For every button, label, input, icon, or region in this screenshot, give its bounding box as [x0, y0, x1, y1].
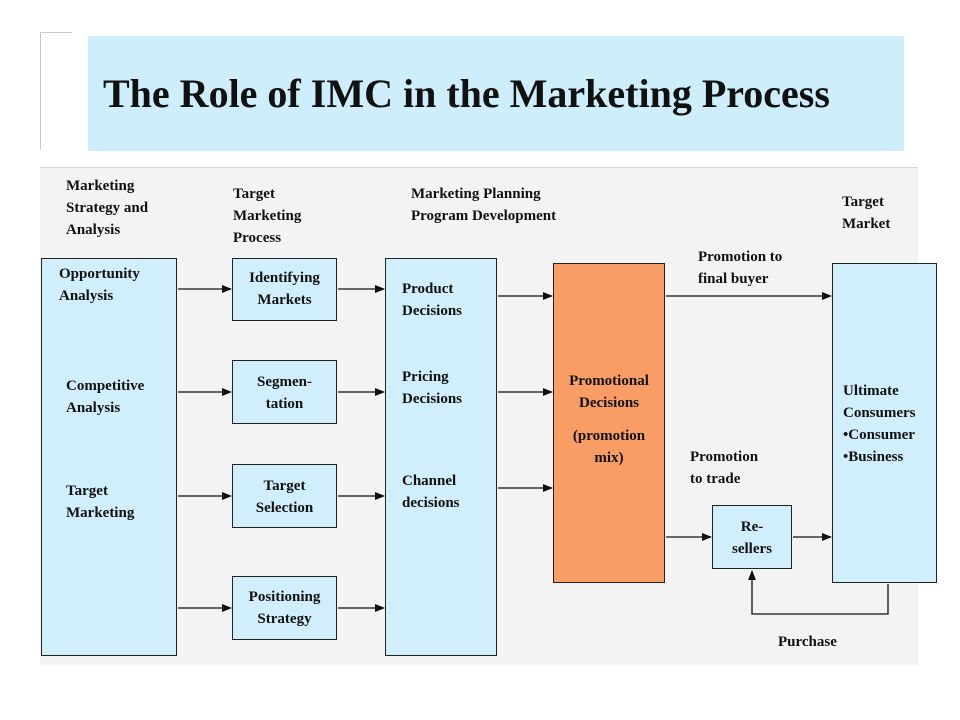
promotional-decisions-box: Promotional Decisions (promotion mix) — [553, 263, 665, 583]
decor-vertical-line — [40, 32, 41, 150]
header-planning: Marketing Planning Program Development — [411, 186, 557, 224]
positioning-strategy-box: Positioning Strategy — [232, 576, 337, 640]
competitive-analysis-label: Competitive Analysis — [66, 378, 145, 416]
pricing-decisions-label: Pricing Decisions — [402, 369, 462, 407]
header-strategy: Marketing Strategy and Analysis — [66, 178, 149, 238]
header-target-process: Target Marketing Process — [233, 186, 302, 246]
planning-box — [385, 258, 497, 656]
arrow-purchase-loop — [748, 570, 889, 615]
page-title: The Role of IMC in the Marketing Process — [103, 71, 830, 116]
header-target-market: Target Market — [842, 194, 891, 232]
target-marketing-label: Target Marketing — [66, 483, 135, 521]
ultimate-consumers-box — [832, 263, 937, 583]
target-selection-box: Target Selection — [232, 464, 337, 528]
identifying-markets-box: Identifying Markets — [232, 258, 337, 321]
decor-horizontal-line — [40, 32, 72, 33]
purchase-label: Purchase — [778, 634, 837, 650]
channel-decisions-label: Channel decisions — [402, 473, 460, 511]
opportunity-analysis-label: Opportunity Analysis — [59, 266, 140, 304]
promotion-final-buyer-label: Promotion to final buyer — [698, 249, 783, 287]
promotion-trade-label: Promotion to trade — [690, 449, 759, 487]
title-band — [88, 36, 904, 151]
resellers-box: Re- sellers — [712, 505, 792, 569]
product-decisions-label: Product Decisions — [402, 281, 462, 319]
segmentation-box: Segmen- tation — [232, 360, 337, 424]
ultimate-consumers-label: Ultimate Consumers •Consumer •Business — [843, 383, 916, 465]
analysis-box — [41, 258, 177, 656]
